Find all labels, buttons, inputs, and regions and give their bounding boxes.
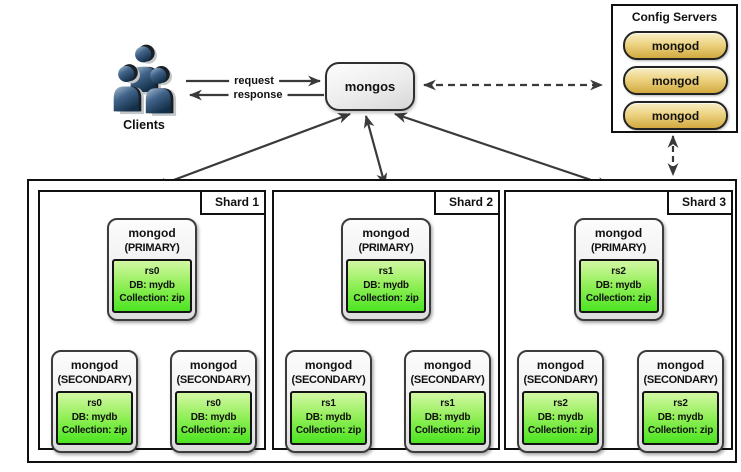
replica-set-name: rs0 — [144, 266, 160, 277]
mongod-secondary-node: mongod (SECONDARY) rs0 DB: mydb Collecti… — [51, 350, 138, 453]
mongod-secondary-node: mongod (SECONDARY) rs1 DB: mydb Collecti… — [404, 350, 491, 453]
replica-set-name: rs1 — [321, 398, 336, 409]
mongos-shard3-arrow — [393, 112, 611, 188]
mongod-secondary-node: mongod (SECONDARY) rs1 DB: mydb Collecti… — [285, 350, 372, 453]
replica-data-box: rs1 DB: mydb Collection: zip — [290, 391, 367, 445]
config-mongod-node: mongod — [623, 31, 728, 60]
db-name: DB: mydb — [657, 411, 704, 423]
mongod-primary-node: mongod (PRIMARY) rs0 DB: mydb Collection… — [107, 218, 197, 321]
config-mongod-node: mongod — [623, 101, 728, 130]
node-role: (PRIMARY) — [358, 242, 414, 254]
db-name: DB: mydb — [363, 279, 409, 291]
node-role: (SECONDARY) — [57, 374, 132, 386]
db-name: DB: mydb — [424, 411, 471, 423]
replica-data-box: rs0 DB: mydb Collection: zip — [175, 391, 252, 445]
node-role: (PRIMARY) — [591, 242, 646, 254]
response-label: response — [228, 89, 288, 101]
node-name: mongod — [128, 226, 176, 240]
replica-data-box: rs1 DB: mydb Collection: zip — [346, 259, 426, 313]
config-servers-title: Config Servers — [631, 10, 718, 24]
replica-set-name: rs1 — [378, 266, 394, 277]
collection-name: Collection: zip — [647, 425, 714, 436]
db-name: DB: mydb — [537, 411, 584, 423]
collection-name: Collection: zip — [295, 425, 362, 436]
node-name: mongod — [594, 226, 643, 240]
mongod-primary-node: mongod (PRIMARY) rs1 DB: mydb Collection… — [341, 218, 431, 321]
node-role: (SECONDARY) — [291, 374, 366, 386]
clients-label: Clients — [123, 118, 165, 132]
node-name: mongod — [656, 358, 705, 372]
replica-data-box: rs0 DB: mydb Collection: zip — [56, 391, 133, 445]
node-name: mongod — [536, 358, 585, 372]
collection-name: Collection: zip — [585, 293, 652, 304]
mongod-primary-node: mongod (PRIMARY) rs2 DB: mydb Collection… — [573, 218, 664, 321]
mongod-secondary-node: mongod (SECONDARY) rs2 DB: mydb Collecti… — [517, 350, 604, 453]
collection-name: Collection: zip — [180, 425, 247, 436]
replica-set-name: rs2 — [611, 266, 626, 277]
mongos-router-node: mongos — [325, 62, 415, 111]
replica-data-box: rs2 DB: mydb Collection: zip — [522, 391, 599, 445]
mongod-secondary-node: mongod (SECONDARY) rs2 DB: mydb Collecti… — [637, 350, 724, 453]
collection-name: Collection: zip — [527, 425, 594, 436]
collection-name: Collection: zip — [353, 293, 419, 304]
collection-name: Collection: zip — [119, 293, 185, 304]
shard-3-box: Shard 3 mongod (PRIMARY) rs2 DB: mydb Co… — [504, 190, 733, 453]
replica-set-name: rs1 — [440, 398, 455, 409]
node-role: (SECONDARY) — [410, 374, 485, 386]
replica-set-name: rs0 — [87, 398, 102, 409]
node-role: (PRIMARY) — [124, 242, 180, 254]
db-name: DB: mydb — [71, 411, 118, 423]
request-label: request — [229, 75, 279, 87]
node-name: mongod — [70, 358, 119, 372]
node-role: (SECONDARY) — [523, 374, 598, 386]
node-role: (SECONDARY) — [176, 374, 251, 386]
mongod-secondary-node: mongod (SECONDARY) rs0 DB: mydb Collecti… — [170, 350, 257, 453]
db-name: DB: mydb — [595, 279, 642, 291]
mongos-shard2-arrow — [363, 114, 388, 187]
replica-data-box: rs0 DB: mydb Collection: zip — [112, 259, 192, 313]
shards-cluster-container: Shard 1 mongod (PRIMARY) rs0 DB: mydb Co… — [27, 179, 737, 463]
node-role: (SECONDARY) — [643, 374, 718, 386]
node-name: mongod — [362, 226, 410, 240]
replica-data-box: rs2 DB: mydb Collection: zip — [578, 259, 659, 313]
replica-set-name: rs0 — [206, 398, 221, 409]
replica-set-name: rs2 — [553, 398, 568, 409]
shard-1-box: Shard 1 mongod (PRIMARY) rs0 DB: mydb Co… — [38, 190, 266, 453]
shard-title: Shard 2 — [434, 192, 498, 215]
shard-title: Shard 3 — [667, 192, 731, 215]
collection-name: Collection: zip — [61, 425, 128, 436]
shard-title: Shard 1 — [200, 192, 264, 215]
config-servers-box: Config Servers mongod mongod mongod — [611, 4, 738, 133]
replica-data-box: rs2 DB: mydb Collection: zip — [642, 391, 719, 445]
db-name: DB: mydb — [190, 411, 237, 423]
db-name: DB: mydb — [129, 279, 175, 291]
config-mongod-node: mongod — [623, 66, 728, 95]
collection-name: Collection: zip — [414, 425, 481, 436]
node-name: mongod — [423, 358, 472, 372]
shard-2-box: Shard 2 mongod (PRIMARY) rs1 DB: mydb Co… — [272, 190, 500, 453]
db-name: DB: mydb — [305, 411, 352, 423]
node-name: mongod — [304, 358, 353, 372]
replica-data-box: rs1 DB: mydb Collection: zip — [409, 391, 486, 445]
node-name: mongod — [189, 358, 238, 372]
replica-set-name: rs2 — [673, 398, 688, 409]
clients-people-group-icon — [113, 44, 177, 116]
